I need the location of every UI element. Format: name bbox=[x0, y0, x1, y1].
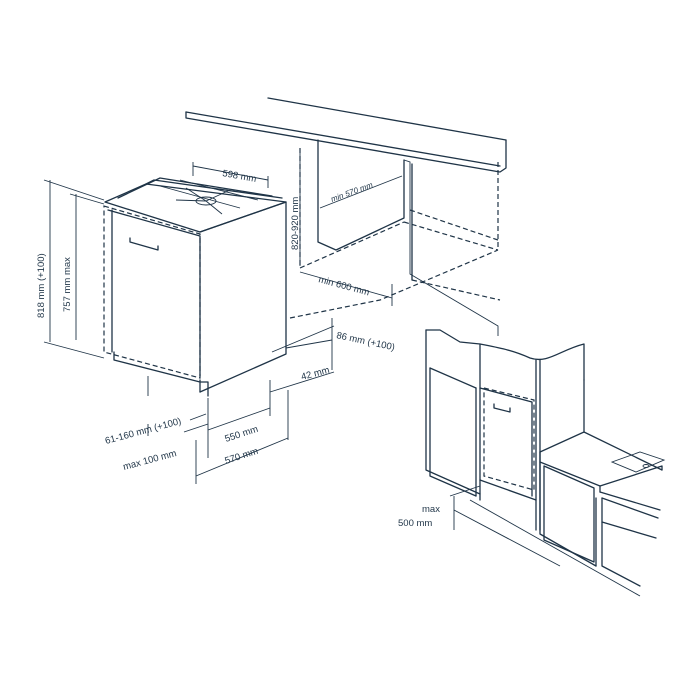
dim-height-max-label: 757 mm max bbox=[62, 257, 73, 312]
dim-foot-adjust-label: 61-160 mm (+100) bbox=[104, 416, 183, 447]
dim-niche-height: 820-920 mm bbox=[290, 150, 301, 266]
countertop-outline bbox=[185, 97, 507, 173]
dim-niche-depth-label: min 570 mm bbox=[330, 180, 375, 204]
dim-foot-adjust: 61-160 mm (+100) bbox=[104, 376, 207, 447]
dim-height-total-label: 818 mm (+100) bbox=[36, 253, 47, 318]
niche-cabinet bbox=[317, 139, 499, 336]
dim-plinth-depth-label: 42 mm bbox=[300, 365, 331, 383]
dim-width: 598 mm bbox=[192, 162, 269, 188]
dim-depth-570-label: 570 mm bbox=[224, 446, 260, 467]
niche-outline-dashed bbox=[289, 148, 501, 319]
dim-plinth-max-label: max 100 mm bbox=[122, 448, 178, 473]
dim-plinth-height-label: 86 mm (+100) bbox=[335, 330, 395, 353]
dim-height-max: 757 mm max bbox=[62, 193, 105, 340]
dim-door-max-label-2: 500 mm bbox=[398, 518, 432, 529]
dim-plinth-height: 86 mm (+100) bbox=[271, 318, 396, 370]
dim-door-max: max 500 mm bbox=[398, 485, 481, 530]
dim-height-total: 818 mm (+100) bbox=[36, 179, 105, 359]
kitchen-cabinets bbox=[425, 329, 666, 597]
dim-depth-550: 550 mm bbox=[207, 380, 271, 458]
dim-depth-550-label: 550 mm bbox=[224, 424, 260, 445]
dim-niche-height-label: 820-920 mm bbox=[290, 197, 301, 250]
dishwasher bbox=[103, 177, 287, 397]
dim-door-max-label-1: max bbox=[422, 504, 440, 515]
dim-plinth-depth: 42 mm bbox=[269, 365, 335, 393]
dim-width-label: 598 mm bbox=[221, 168, 257, 185]
dim-niche-depth: min 570 mm bbox=[319, 175, 403, 209]
dim-niche-width-label: min 600 mm bbox=[317, 274, 370, 298]
